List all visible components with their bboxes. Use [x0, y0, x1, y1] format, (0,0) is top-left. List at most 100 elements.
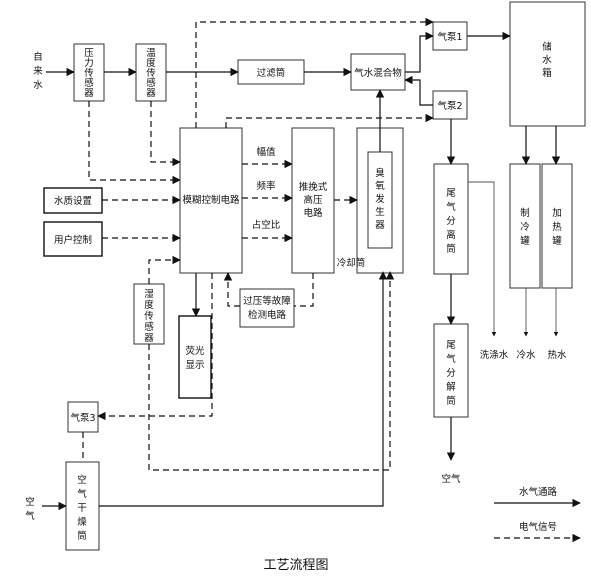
svg-text:器: 器 — [144, 333, 154, 344]
diagram-title: 工艺流程图 — [263, 558, 328, 573]
svg-text:感: 感 — [84, 77, 94, 89]
temp-sensor-top-label: 温 度 传 感 器 — [146, 48, 156, 99]
svg-text:推挽式: 推挽式 — [299, 181, 328, 193]
svg-text:气: 气 — [446, 353, 456, 365]
svg-text:检测电路: 检测电路 — [248, 309, 287, 321]
duty-ratio-label: 占空比 — [252, 219, 281, 231]
svg-text:显示: 显示 — [185, 360, 204, 371]
svg-text:气: 气 — [25, 510, 35, 522]
svg-text:臭: 臭 — [375, 167, 385, 179]
svg-text:冷: 冷 — [520, 221, 530, 233]
frequency-label: 频率 — [256, 180, 276, 192]
legend-water-gas-label: 水气通路 — [519, 486, 558, 498]
svg-text:分: 分 — [446, 368, 456, 379]
legend-electric-label: 电气信号 — [519, 521, 557, 533]
svg-text:罐: 罐 — [552, 235, 562, 247]
svg-text:气: 气 — [446, 201, 456, 213]
water-tank-label: 储 水 箱 — [542, 41, 552, 79]
svg-text:自: 自 — [33, 51, 43, 63]
svg-text:压: 压 — [84, 48, 94, 59]
svg-text:高压: 高压 — [303, 194, 323, 206]
svg-text:筒: 筒 — [77, 530, 87, 542]
air-input-label: 空 气 — [25, 496, 35, 522]
overvoltage-detect-box — [239, 288, 295, 328]
svg-text:筒: 筒 — [446, 243, 456, 255]
svg-text:器: 器 — [375, 220, 385, 231]
svg-text:感: 感 — [144, 321, 154, 333]
humidity-sensor-label: 湿 度 传 感 器 — [144, 289, 154, 344]
svg-text:离: 离 — [446, 229, 456, 241]
svg-text:来: 来 — [33, 66, 43, 77]
gas-water-mixer-box — [350, 53, 406, 91]
svg-text:尾: 尾 — [446, 340, 456, 351]
svg-text:解: 解 — [446, 381, 456, 393]
cooling-tube-label: 冷却筒 — [337, 257, 366, 269]
ozone-generator-label: 臭 氧 发 生 器 — [375, 167, 385, 231]
tail-gas-separator-box — [433, 163, 469, 275]
pressure-sensor-label: 压 力 传 感 器 — [84, 48, 94, 99]
svg-text:电路: 电路 — [303, 207, 323, 219]
gas-pump-2-label: 气泵2 — [437, 100, 462, 112]
svg-text:温: 温 — [146, 48, 156, 59]
humidity-sensor-box — [133, 283, 165, 345]
fluorescent-display-box — [178, 315, 212, 399]
svg-text:器: 器 — [84, 88, 94, 99]
svg-text:过压等故障: 过压等故障 — [243, 295, 291, 307]
svg-text:器: 器 — [146, 88, 156, 99]
water-quality-setting-label: 水质设置 — [54, 195, 92, 207]
amplitude-label: 幅值 — [256, 146, 276, 158]
legend: 水气通路 电气信号 — [494, 486, 581, 543]
filter-box — [237, 59, 305, 85]
gas-pump-2-box — [432, 90, 468, 120]
svg-text:筒: 筒 — [446, 395, 456, 407]
svg-text:传: 传 — [146, 67, 156, 79]
svg-text:制: 制 — [520, 207, 530, 219]
svg-text:生: 生 — [375, 206, 385, 218]
water-gas-flow-lines — [42, 31, 561, 511]
svg-text:传: 传 — [84, 67, 94, 79]
heating-tank-label: 加 热 罐 — [552, 208, 562, 247]
svg-text:气: 气 — [77, 488, 87, 500]
fuzzy-control-label: 模糊控制电路 — [182, 194, 240, 206]
svg-text:尾: 尾 — [446, 188, 456, 199]
overvoltage-detect-label: 过压等故障 检测电路 — [243, 295, 291, 321]
svg-text:度: 度 — [144, 299, 154, 311]
svg-text:空: 空 — [77, 474, 87, 486]
svg-text:水: 水 — [542, 54, 552, 66]
svg-text:干: 干 — [77, 503, 87, 514]
tail-gas-decomposer-box — [433, 323, 469, 418]
svg-text:储: 储 — [542, 41, 552, 53]
tail-gas-decomposer-label: 尾 气 分 解 筒 — [446, 340, 456, 407]
svg-text:加: 加 — [552, 208, 562, 219]
svg-text:空: 空 — [25, 496, 35, 508]
filter-label: 过滤筒 — [257, 67, 286, 79]
cooling-tank-label: 制 冷 罐 — [520, 207, 530, 247]
gas-pump-3-box — [67, 401, 99, 433]
gas-pump-3-label: 气泵3 — [70, 412, 95, 424]
svg-text:发: 发 — [375, 193, 385, 205]
svg-text:水: 水 — [33, 79, 43, 91]
air-dryer-box — [65, 461, 100, 551]
svg-text:燥: 燥 — [77, 517, 87, 528]
electric-signal-lines — [82, 17, 434, 471]
svg-text:热: 热 — [552, 221, 562, 233]
svg-text:力: 力 — [84, 57, 94, 69]
cooling-tank-box — [509, 163, 541, 289]
tail-gas-separator-label: 尾 气 分 离 筒 — [446, 188, 456, 255]
heating-tank-box — [541, 163, 573, 289]
svg-text:感: 感 — [146, 77, 156, 89]
cold-water-label: 冷水 — [516, 349, 536, 361]
water-output-lines — [468, 181, 559, 337]
ozone-generator-box — [367, 151, 393, 249]
svg-text:度: 度 — [146, 57, 156, 69]
svg-text:罐: 罐 — [520, 235, 530, 247]
svg-text:湿: 湿 — [144, 289, 154, 300]
svg-text:分: 分 — [446, 216, 456, 227]
gas-pump-1-label: 气泵1 — [437, 31, 462, 43]
air-dryer-label: 空 气 干 燥 筒 — [77, 474, 87, 542]
svg-text:荧光: 荧光 — [185, 345, 205, 357]
wash-water-label: 洗涤水 — [480, 349, 509, 361]
hot-water-label: 热水 — [547, 349, 567, 361]
tap-water-label: 自 来 水 — [33, 51, 43, 91]
water-tank-box — [509, 1, 586, 127]
